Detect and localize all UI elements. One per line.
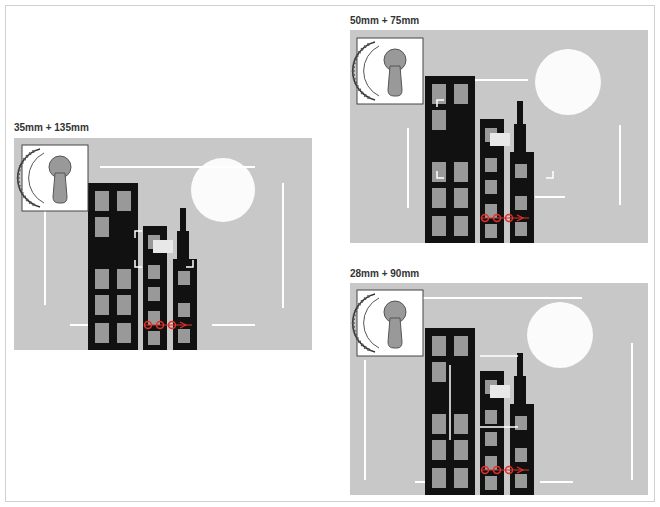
viewfinder-panel: 28mm + 90mm	[350, 263, 648, 495]
panel-heading: 50mm + 75mm	[350, 15, 419, 26]
viewfinder-panel: 35mm + 135mm	[14, 117, 312, 350]
panel-heading: 28mm + 90mm	[350, 268, 419, 279]
viewfinder-panel: 50mm + 75mm	[350, 10, 648, 243]
panel-heading: 35mm + 135mm	[14, 122, 89, 133]
